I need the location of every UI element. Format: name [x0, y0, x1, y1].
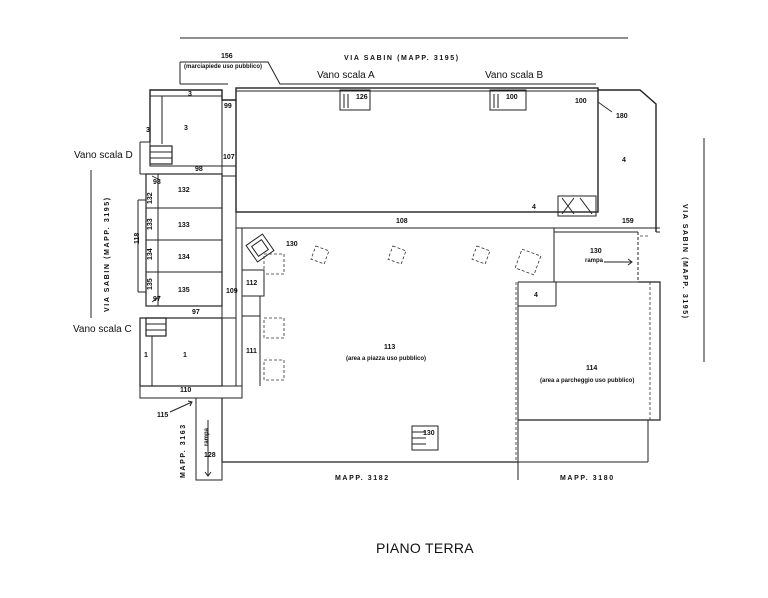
unit-4-mid: 4	[532, 204, 536, 211]
parking-desc: (area a parcheggio uso pubblico)	[540, 378, 635, 384]
stair-b-block	[489, 89, 527, 111]
unit-109: 109	[226, 288, 238, 295]
unit-110: 110	[180, 387, 192, 394]
unit-100-b: 100	[506, 94, 518, 101]
unit-97-corridor: 97	[192, 309, 200, 316]
unit-180: 180	[616, 113, 628, 120]
street-label-top: VIA SABIN (MAPP. 3195)	[344, 55, 460, 62]
unit-97-small: 97	[153, 296, 161, 303]
stair-c-label: Vano scala C	[73, 324, 132, 335]
unit-115: 115	[157, 412, 169, 419]
unit-134: 134	[178, 254, 190, 261]
unit-100-c: 100	[575, 98, 587, 105]
sidewalk-number: 156	[221, 53, 233, 60]
sidewalk-desc: (marciapiede uso pubblico)	[184, 64, 263, 70]
unit-99: 99	[224, 103, 232, 110]
unit-3-top: 3	[188, 91, 192, 98]
unit-4-right: 4	[622, 157, 626, 164]
unit-135: 135	[178, 287, 190, 294]
stair-b-label: Vano scala B	[485, 70, 544, 81]
unit-133: 133	[178, 222, 190, 229]
unit-108: 108	[396, 218, 408, 225]
ramp-left-number: 128	[204, 452, 216, 459]
unit-159: 159	[622, 218, 634, 225]
unit-98-small: 98	[153, 179, 161, 186]
ramp-left-word: rampa	[204, 427, 210, 446]
unit-111: 111	[246, 348, 257, 355]
street-label-left-bottom: MAPP. 3163	[180, 423, 187, 478]
street-label-bottom-right: MAPP. 3180	[560, 475, 615, 482]
unit-3-room: 3	[184, 125, 188, 132]
unit-130-plaza: 130	[423, 430, 435, 437]
unit-1-side: 1	[144, 352, 148, 359]
unit-98-corridor: 98	[195, 166, 203, 173]
unit-118: 118	[134, 232, 141, 244]
upper-block	[235, 87, 599, 213]
stair-a-label: Vano scala A	[317, 70, 375, 81]
stair-d-label: Vano scala D	[74, 150, 133, 161]
unit-126: 126	[356, 94, 368, 101]
unit-3-side: 3	[146, 127, 150, 134]
unit-132-side: 132	[147, 192, 154, 204]
ramp-right-word: rampa	[585, 258, 604, 264]
unit-134-side: 134	[147, 248, 154, 260]
street-label-bottom-mid: MAPP. 3182	[335, 475, 390, 482]
street-label-left: VIA SABIN (MAPP. 3195)	[104, 196, 111, 312]
unit-133-side: 133	[147, 218, 154, 230]
ramp-right-number: 130	[590, 248, 602, 255]
sidewalk-edge	[180, 61, 596, 85]
unit-107: 107	[223, 154, 235, 161]
page-title: PIANO TERRA	[376, 540, 474, 556]
unit-112: 112	[246, 280, 258, 287]
unit-4-parking: 4	[534, 292, 538, 299]
parking-number: 114	[586, 365, 598, 372]
unit-130-stair: 130	[286, 241, 298, 248]
stair-a-block	[339, 89, 371, 111]
plaza-number: 113	[384, 344, 396, 351]
unit-132: 132	[178, 187, 190, 194]
unit-1-room: 1	[183, 352, 187, 359]
street-label-right: VIA SABIN (MAPP. 3195)	[681, 204, 688, 320]
unit-135-side: 135	[147, 278, 154, 290]
plaza-desc: (area a piazza uso pubblico)	[346, 356, 427, 362]
